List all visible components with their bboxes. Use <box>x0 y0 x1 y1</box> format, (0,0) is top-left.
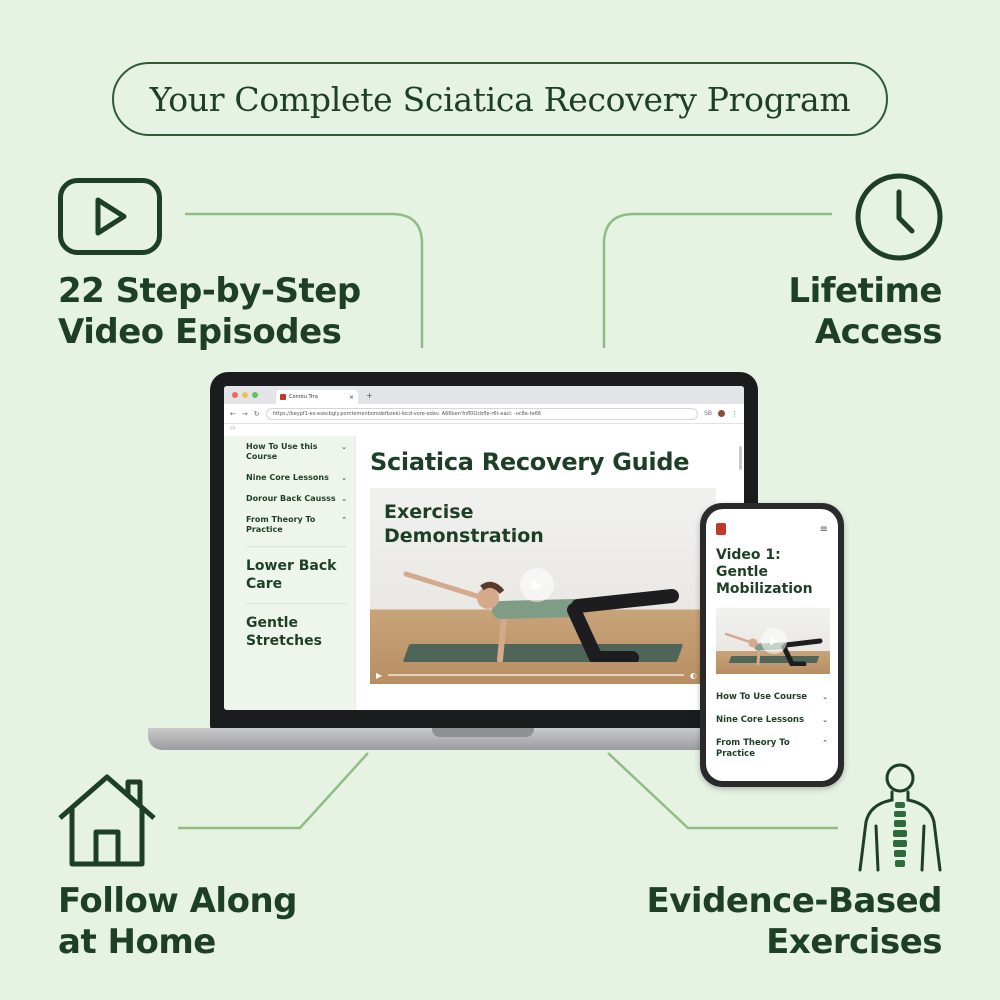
phone-video-player[interactable]: ▶ <box>716 608 830 674</box>
sidebar-item[interactable]: Nine Core Lessons ⌄ <box>246 473 347 483</box>
url-field[interactable]: https://beypf1-es-execbgiy.pomtemenbomde… <box>265 407 699 420</box>
phone-menu-item[interactable]: From Theory To Practice ⌃ <box>716 732 828 766</box>
feature-line: 22 Step-by-Step <box>58 271 361 311</box>
bookmark-icon[interactable]: ▭ <box>230 424 236 431</box>
feature-line: Exercises <box>766 922 942 962</box>
sidebar-item-label: Nine Core Lessons <box>246 473 329 482</box>
play-small-icon[interactable]: ▶ <box>376 670 383 680</box>
title-pill: Your Complete Sciatica Recovery Program <box>112 62 888 136</box>
phone-header: ≡ <box>716 523 828 535</box>
menu-item-label: How To Use Course <box>716 692 808 702</box>
close-icon[interactable]: × <box>348 393 354 401</box>
menu-item-label: Nine Core Lessons <box>716 715 805 725</box>
back-icon[interactable]: ← <box>230 409 236 418</box>
phone-menu-item[interactable]: How To Use Course ⌄ <box>716 686 828 709</box>
sidebar-item-label: How To Use this Course <box>246 442 318 461</box>
laptop: Conrou Trra × + ← → ↻ https://beypf1-es-… <box>210 372 758 730</box>
video-player[interactable]: Exercise Demonstration <box>370 488 716 684</box>
progress-bar[interactable] <box>388 674 684 676</box>
feature-evidence-based: Evidence-Based Exercises <box>646 881 943 963</box>
sidebar-item[interactable]: Dorour Back Causss ⌄ <box>246 494 347 504</box>
chevron-up-icon: ⌃ <box>341 516 347 524</box>
chevron-down-icon: ⌄ <box>341 474 347 482</box>
title-line: Video 1: Gentle <box>716 547 781 580</box>
new-tab-icon[interactable]: + <box>366 390 373 400</box>
course-sidebar: How To Use this Course ⌄ Nine Core Lesso… <box>224 436 356 710</box>
menu-item-label: From Theory To Practice <box>716 738 790 759</box>
phone: ≡ Video 1: Gentle Mobilization ▶ How To … <box>700 503 844 787</box>
volume-icon[interactable]: ◐ <box>689 670 697 680</box>
address-bar: ← → ↻ https://beypf1-es-execbgiy.pomteme… <box>224 404 744 424</box>
laptop-notch <box>432 728 534 737</box>
sidebar-section-stretches[interactable]: Gentle Stretches <box>246 603 347 660</box>
feature-video-episodes: 22 Step-by-Step Video Episodes <box>58 271 361 353</box>
chevron-down-icon: ⌄ <box>341 495 347 503</box>
phone-screen: ≡ Video 1: Gentle Mobilization ▶ How To … <box>706 509 838 781</box>
caption-line: Exercise <box>384 501 474 523</box>
minimize-window-dot[interactable] <box>242 392 248 398</box>
sidebar-item-label: Dorour Back Causss <box>246 494 336 503</box>
course-title: Sciatica Recovery Guide <box>370 448 690 476</box>
chevron-down-icon: ⌄ <box>341 443 347 451</box>
phone-video-title: Video 1: Gentle Mobilization <box>716 547 828 598</box>
spine-icon <box>858 763 942 872</box>
caption-line: Demonstration <box>384 525 544 547</box>
clock-icon <box>855 173 943 261</box>
feature-line: Follow Along <box>58 881 298 921</box>
logo-icon <box>716 523 726 535</box>
play-icon <box>58 178 162 255</box>
url-text: https://beypf1-es-execbgiy.pomtemenbomde… <box>272 410 542 417</box>
feature-line: Evidence-Based <box>646 881 943 921</box>
browser-tab-bar: Conrou Trra × + <box>224 386 744 404</box>
sidebar-item-label: From Theory To Practice <box>246 515 316 534</box>
sidebar-section-lower-back[interactable]: Lower Back Care <box>246 546 347 603</box>
bookmark-label[interactable]: SB <box>704 410 712 417</box>
video-controls: ▶ ◐ ⚙ <box>370 666 716 684</box>
title-line: Mobilization <box>716 581 813 597</box>
scrollbar[interactable] <box>739 446 742 470</box>
chevron-down-icon: ⌄ <box>822 716 828 724</box>
avatar[interactable] <box>718 410 725 417</box>
play-button[interactable]: ▶ <box>520 568 554 602</box>
home-icon <box>58 774 156 867</box>
sidebar-item[interactable]: From Theory To Practice ⌃ <box>246 515 347 535</box>
phone-menu-item[interactable]: Nine Core Lessons ⌄ <box>716 709 828 732</box>
tab-title: Conrou Trra <box>289 394 318 400</box>
play-button[interactable]: ▶ <box>761 628 787 654</box>
feature-line: at Home <box>58 922 216 962</box>
close-window-dot[interactable] <box>232 392 238 398</box>
feature-line: Access <box>814 312 943 352</box>
more-icon[interactable]: ⋮ <box>731 409 738 418</box>
reload-icon[interactable]: ↻ <box>253 409 260 418</box>
browser-tab[interactable]: Conrou Trra × <box>276 390 358 404</box>
feature-lifetime-access: Lifetime Access <box>788 271 942 353</box>
sidebar-item[interactable]: How To Use this Course ⌄ <box>246 442 347 462</box>
chevron-down-icon: ⌄ <box>822 693 828 701</box>
video-caption: Exercise Demonstration <box>384 500 544 548</box>
forward-icon[interactable]: → <box>241 409 248 418</box>
maximize-window-dot[interactable] <box>252 392 258 398</box>
page-title: Your Complete Sciatica Recovery Program <box>149 79 851 119</box>
menu-icon[interactable]: ≡ <box>819 523 828 535</box>
feature-line: Video Episodes <box>58 312 342 352</box>
exercise-figure <box>403 571 679 662</box>
feature-follow-along: Follow Along at Home <box>58 881 298 963</box>
main-content: Sciatica Recovery Guide Exercise Demonst… <box>356 436 744 710</box>
laptop-base <box>148 728 820 750</box>
favicon-icon <box>280 394 286 400</box>
bookmark-row: ▭ <box>224 424 744 436</box>
chevron-up-icon: ⌃ <box>822 739 828 747</box>
feature-line: Lifetime <box>788 271 942 311</box>
laptop-display: Conrou Trra × + ← → ↻ https://beypf1-es-… <box>224 386 744 710</box>
